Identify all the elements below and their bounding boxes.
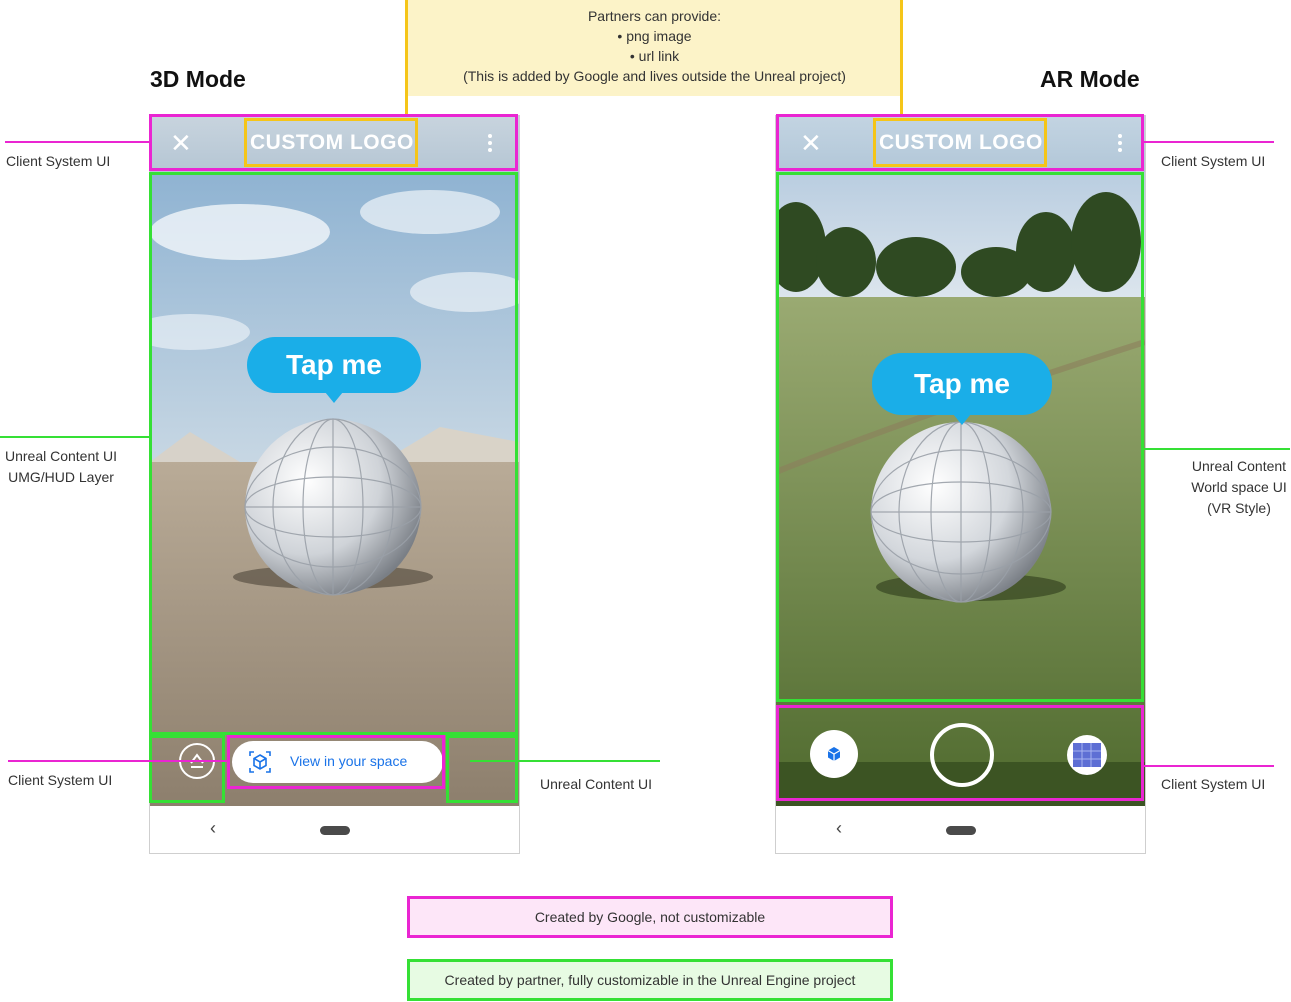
legend-google: Created by Google, not customizable	[407, 896, 893, 938]
unreal-ui-frame-ar	[776, 172, 1144, 702]
label-client-system-ui-top-right: Client System UI	[1161, 153, 1266, 169]
partner-logo-frame-ar	[873, 118, 1047, 167]
home-pill[interactable]	[320, 826, 350, 835]
note-item-png: • png image	[617, 28, 692, 44]
back-icon-ar[interactable]: ‹	[836, 818, 842, 838]
view-in-your-space-label: View in your space	[290, 753, 408, 769]
callout-line-client-bottom-left	[8, 760, 230, 762]
android-nav-bar: ‹	[150, 807, 519, 853]
client-top-bar-ar	[776, 116, 1145, 172]
callout-line-client-top-left	[5, 141, 149, 143]
callout-line-unreal-mid	[470, 760, 660, 762]
legend-partner: Created by partner, fully customizable i…	[407, 959, 893, 1001]
callout-line-client-top-right	[1144, 141, 1274, 143]
custom-logo: CUSTOM LOGO	[250, 131, 414, 154]
google-ui-frame-bottom-ar	[776, 705, 1144, 801]
blue-cubes-icon	[1073, 743, 1101, 767]
note-heading: Partners can provide:	[587, 8, 722, 24]
note-connector-right	[900, 0, 903, 118]
callout-line-client-bottom-right	[1144, 765, 1274, 767]
unreal-ui-frame-bottom-right	[446, 735, 518, 803]
google-ui-frame-view-button	[227, 735, 445, 789]
label-client-system-ui-top-left: Client System UI	[6, 153, 111, 169]
more-menu-icon-ar[interactable]	[1118, 134, 1122, 155]
google-ui-frame-top-ar	[776, 114, 1144, 171]
unreal-ui-frame-bottom-left	[149, 735, 225, 803]
custom-logo-ar: CUSTOM LOGO	[879, 131, 1043, 154]
gallery-thumbnail[interactable]	[1067, 735, 1107, 775]
phone-3d-mode: Tap me View in your space ‹	[149, 115, 520, 854]
close-icon-ar[interactable]: ✕	[800, 128, 822, 158]
label-unreal-content-right: Unreal Content World space UI (VR Style)	[1191, 458, 1287, 516]
home-pill-ar[interactable]	[946, 826, 976, 835]
callout-line-unreal-right	[1144, 448, 1290, 450]
google-ui-frame-top-3d	[149, 114, 518, 171]
3d-view-button[interactable]	[810, 730, 858, 778]
partner-note: Partners can provide: • png image • url …	[407, 0, 902, 96]
unreal-ui-frame-3d	[149, 172, 518, 735]
phone-ar-mode: Tap me ‹	[775, 115, 1146, 854]
label-unreal-content-mid: Unreal Content UI	[540, 776, 653, 792]
more-menu-icon[interactable]	[488, 134, 492, 155]
label-client-system-ui-bottom-right: Client System UI	[1161, 776, 1266, 792]
partner-logo-frame-3d	[244, 118, 418, 167]
label-client-system-ui-bottom-left: Client System UI	[8, 772, 113, 788]
note-item-url: • url link	[629, 48, 680, 64]
capture-button[interactable]	[930, 723, 994, 787]
tap-me-bubble-ar[interactable]: Tap me	[872, 353, 1052, 425]
ar-cube-icon	[249, 751, 271, 773]
android-nav-bar-ar: ‹	[776, 807, 1145, 853]
client-top-bar	[150, 116, 519, 172]
title-3d-mode: 3D Mode	[150, 66, 246, 92]
back-icon[interactable]: ‹	[210, 818, 216, 838]
close-icon[interactable]: ✕	[170, 128, 192, 158]
title-ar-mode: AR Mode	[1040, 66, 1140, 92]
callout-line-unreal-left	[0, 436, 149, 438]
tap-me-bubble[interactable]: Tap me	[247, 337, 421, 403]
view-in-your-space-button[interactable]: View in your space	[232, 741, 443, 783]
cube-icon	[827, 747, 841, 761]
note-footer: (This is added by Google and lives outsi…	[463, 68, 846, 84]
note-connector-left	[405, 0, 408, 118]
label-unreal-content-left: Unreal Content UI UMG/HUD Layer	[4, 448, 118, 485]
